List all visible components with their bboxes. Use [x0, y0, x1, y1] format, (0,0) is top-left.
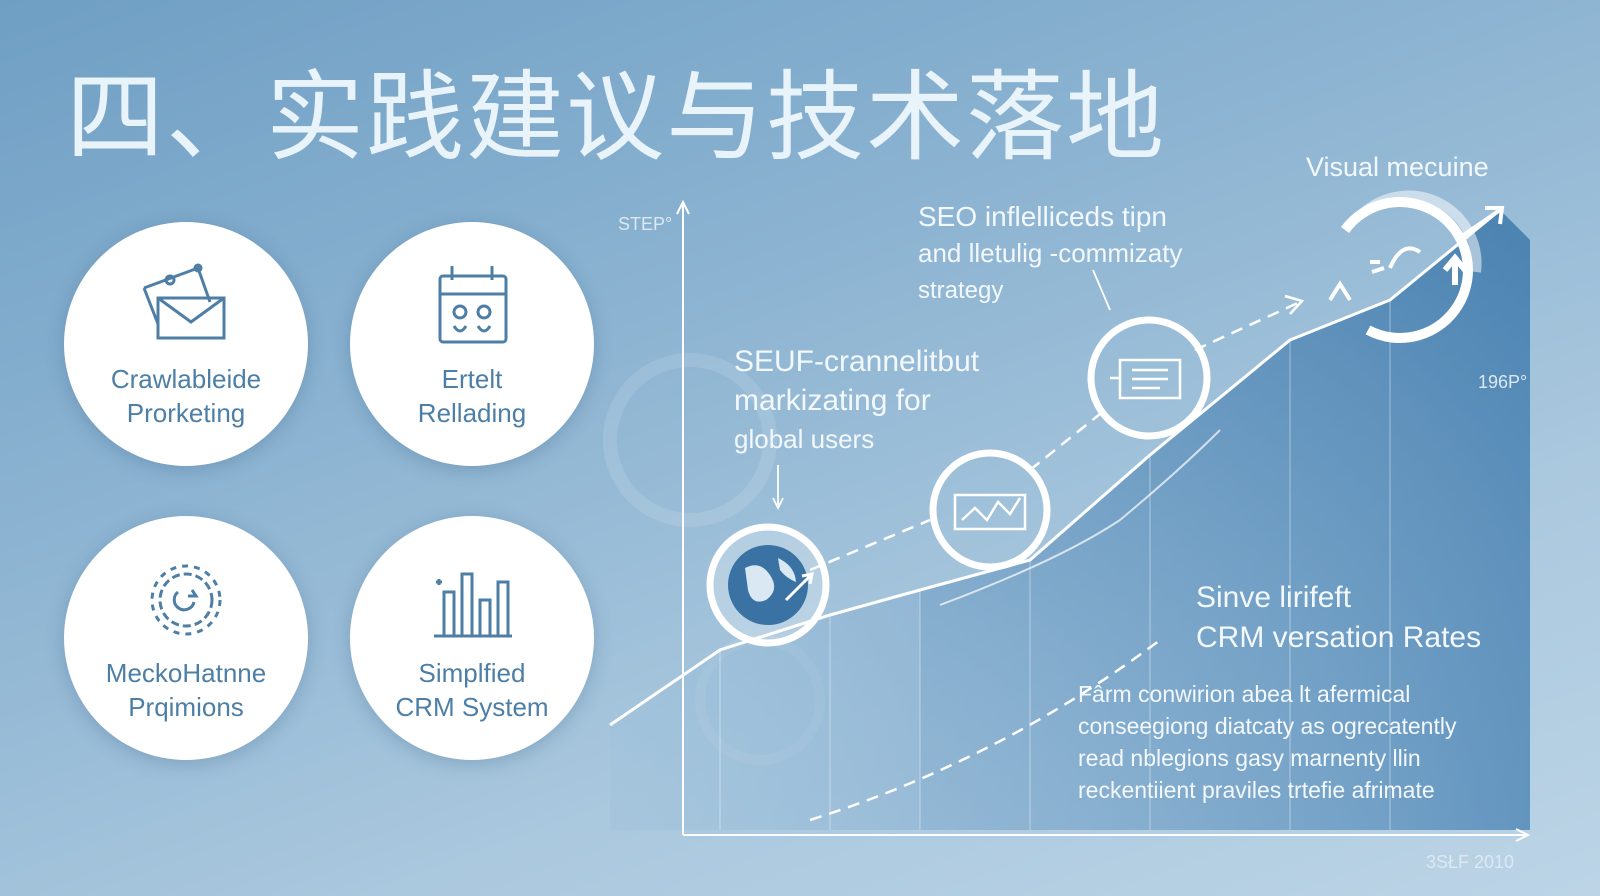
visual-label: Visual mecuine — [1306, 152, 1489, 182]
y-axis-top-label: STEP° — [618, 214, 673, 234]
envelope-icon — [142, 263, 226, 340]
milestone-document — [1087, 316, 1211, 440]
annotation-seo-strategy: SEO inflelliceds tipn and lletulig -comm… — [918, 201, 1183, 304]
refresh-arrow-icon — [1328, 206, 1505, 302]
growth-line — [609, 208, 1501, 727]
calendar-icon — [438, 266, 508, 344]
crm-rates-heading: Sinve lirifeft CRM versation Rates — [1196, 581, 1482, 654]
milestone-analytics — [929, 449, 1051, 571]
gear-icon — [150, 564, 222, 636]
x-axis-bottom-label: 3SŁF 2010 — [1426, 852, 1515, 872]
line-chart-icon — [953, 493, 1027, 531]
right-axis-label: 196P° — [1478, 372, 1528, 392]
milestone-globe — [706, 523, 830, 647]
bar-chart-icon — [434, 572, 512, 638]
crm-rates-description: Fârm conwirion abea lt afermical conseeg… — [1078, 681, 1457, 803]
page-title: 四、实践建议与技术落地 — [66, 61, 1167, 175]
document-icon — [1110, 358, 1182, 400]
milestone-refresh — [1328, 190, 1505, 343]
globe-icon — [728, 545, 814, 625]
annotation-global-users: SEUF-crannelitbut markizating for global… — [734, 345, 980, 454]
